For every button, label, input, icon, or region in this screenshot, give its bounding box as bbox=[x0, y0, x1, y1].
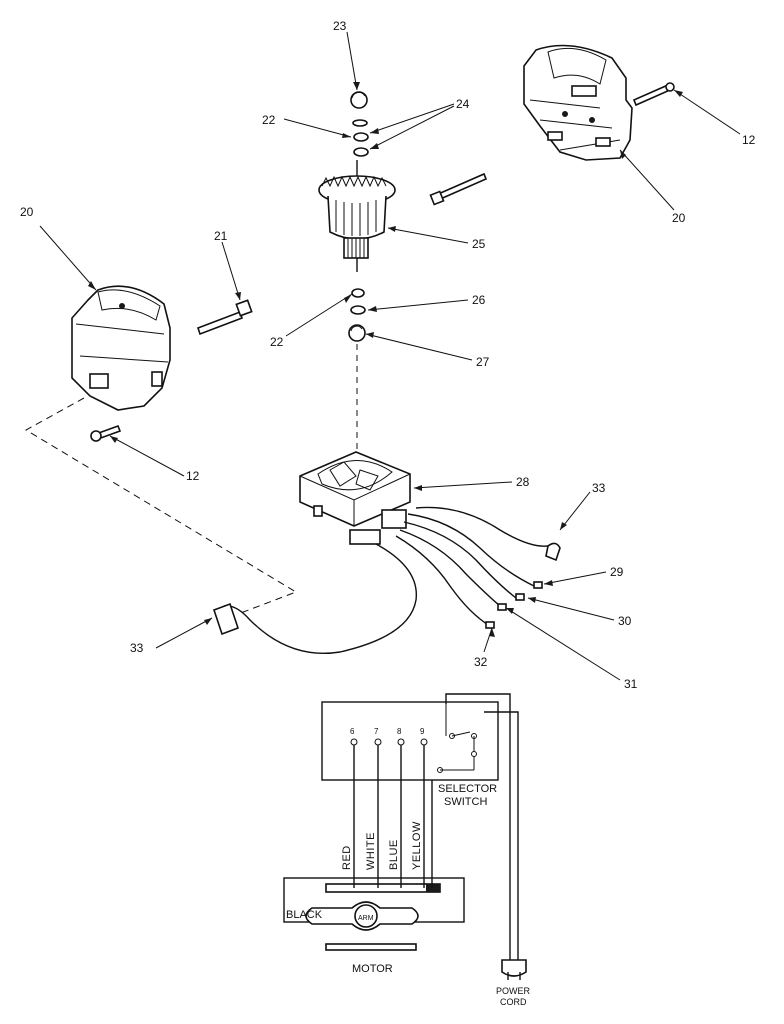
part-26-washer bbox=[350, 305, 366, 315]
callout-24: 24 bbox=[456, 97, 470, 111]
label-black: BLACK bbox=[286, 909, 323, 921]
switch-terminals: 6 7 8 9 bbox=[350, 727, 428, 746]
callout-12-right: 12 bbox=[742, 133, 756, 147]
part-12-screw-left bbox=[90, 424, 122, 442]
brush-right bbox=[429, 172, 488, 206]
wire-label-red: RED bbox=[341, 845, 353, 870]
wire-label-yellow: YELLOW bbox=[411, 821, 423, 870]
part-20-housing-right bbox=[523, 44, 633, 161]
callout-30: 30 bbox=[618, 614, 632, 628]
armature-label: ARM bbox=[358, 915, 374, 922]
callout-22-top: 22 bbox=[262, 113, 276, 127]
callout-28: 28 bbox=[516, 475, 530, 489]
callout-33-right: 33 bbox=[592, 481, 606, 495]
part-24-washers bbox=[352, 119, 369, 157]
wire-label-white: WHITE bbox=[365, 832, 377, 870]
part-27-bearing bbox=[348, 324, 366, 342]
callout-31: 31 bbox=[624, 677, 638, 691]
callout-33-left: 33 bbox=[130, 641, 144, 655]
part-33-lead-left bbox=[212, 543, 417, 655]
part-21-brush bbox=[196, 299, 253, 336]
terminal-label-4: 9 bbox=[420, 727, 425, 736]
part-23-bearing bbox=[350, 91, 368, 109]
label-power-cord-2: CORD bbox=[500, 997, 527, 1007]
part-33-connector-right bbox=[545, 542, 561, 562]
label-power-cord-1: POWER bbox=[496, 986, 531, 996]
wire-label-blue: BLUE bbox=[388, 839, 400, 870]
wiring-schematic: 6 7 8 9 RED WHITE BLUE YELLOW A bbox=[283, 693, 531, 1007]
callout-20-left: 20 bbox=[20, 205, 34, 219]
dashed-ground-line bbox=[24, 397, 298, 615]
part-28-field bbox=[299, 451, 411, 545]
part-12-screw-right bbox=[632, 82, 675, 107]
label-selector-switch-2: SWITCH bbox=[444, 796, 487, 808]
armature-symbol: ARM bbox=[305, 901, 419, 931]
callout-12-left: 12 bbox=[186, 469, 200, 483]
motor-base bbox=[325, 943, 417, 951]
callout-32: 32 bbox=[474, 655, 488, 669]
callout-22-mid: 22 bbox=[270, 335, 284, 349]
callout-numbers: 23 24 22 12 20 20 21 25 26 22 27 12 28 3… bbox=[20, 19, 756, 691]
callout-23: 23 bbox=[333, 19, 347, 33]
part-25-armature bbox=[318, 160, 396, 272]
terminal-label-3: 8 bbox=[397, 727, 402, 736]
label-motor: MOTOR bbox=[352, 963, 393, 975]
callout-21: 21 bbox=[214, 229, 228, 243]
terminal-label-1: 6 bbox=[350, 727, 355, 736]
part-22-washer-lower bbox=[351, 288, 365, 298]
power-plug-icon bbox=[501, 959, 527, 980]
callout-26: 26 bbox=[472, 293, 486, 307]
callout-29: 29 bbox=[610, 565, 624, 579]
part-20-housing-left bbox=[71, 285, 171, 411]
selector-switch-box bbox=[321, 701, 499, 781]
leader-lines bbox=[39, 31, 741, 681]
label-selector-switch-1: SELECTOR bbox=[438, 783, 497, 795]
leads-29-32 bbox=[395, 506, 549, 629]
callout-20-right: 20 bbox=[672, 211, 686, 225]
terminal-label-2: 7 bbox=[374, 727, 379, 736]
callout-27: 27 bbox=[476, 355, 490, 369]
leader-arrowheads bbox=[88, 82, 683, 637]
callout-25: 25 bbox=[472, 237, 486, 251]
